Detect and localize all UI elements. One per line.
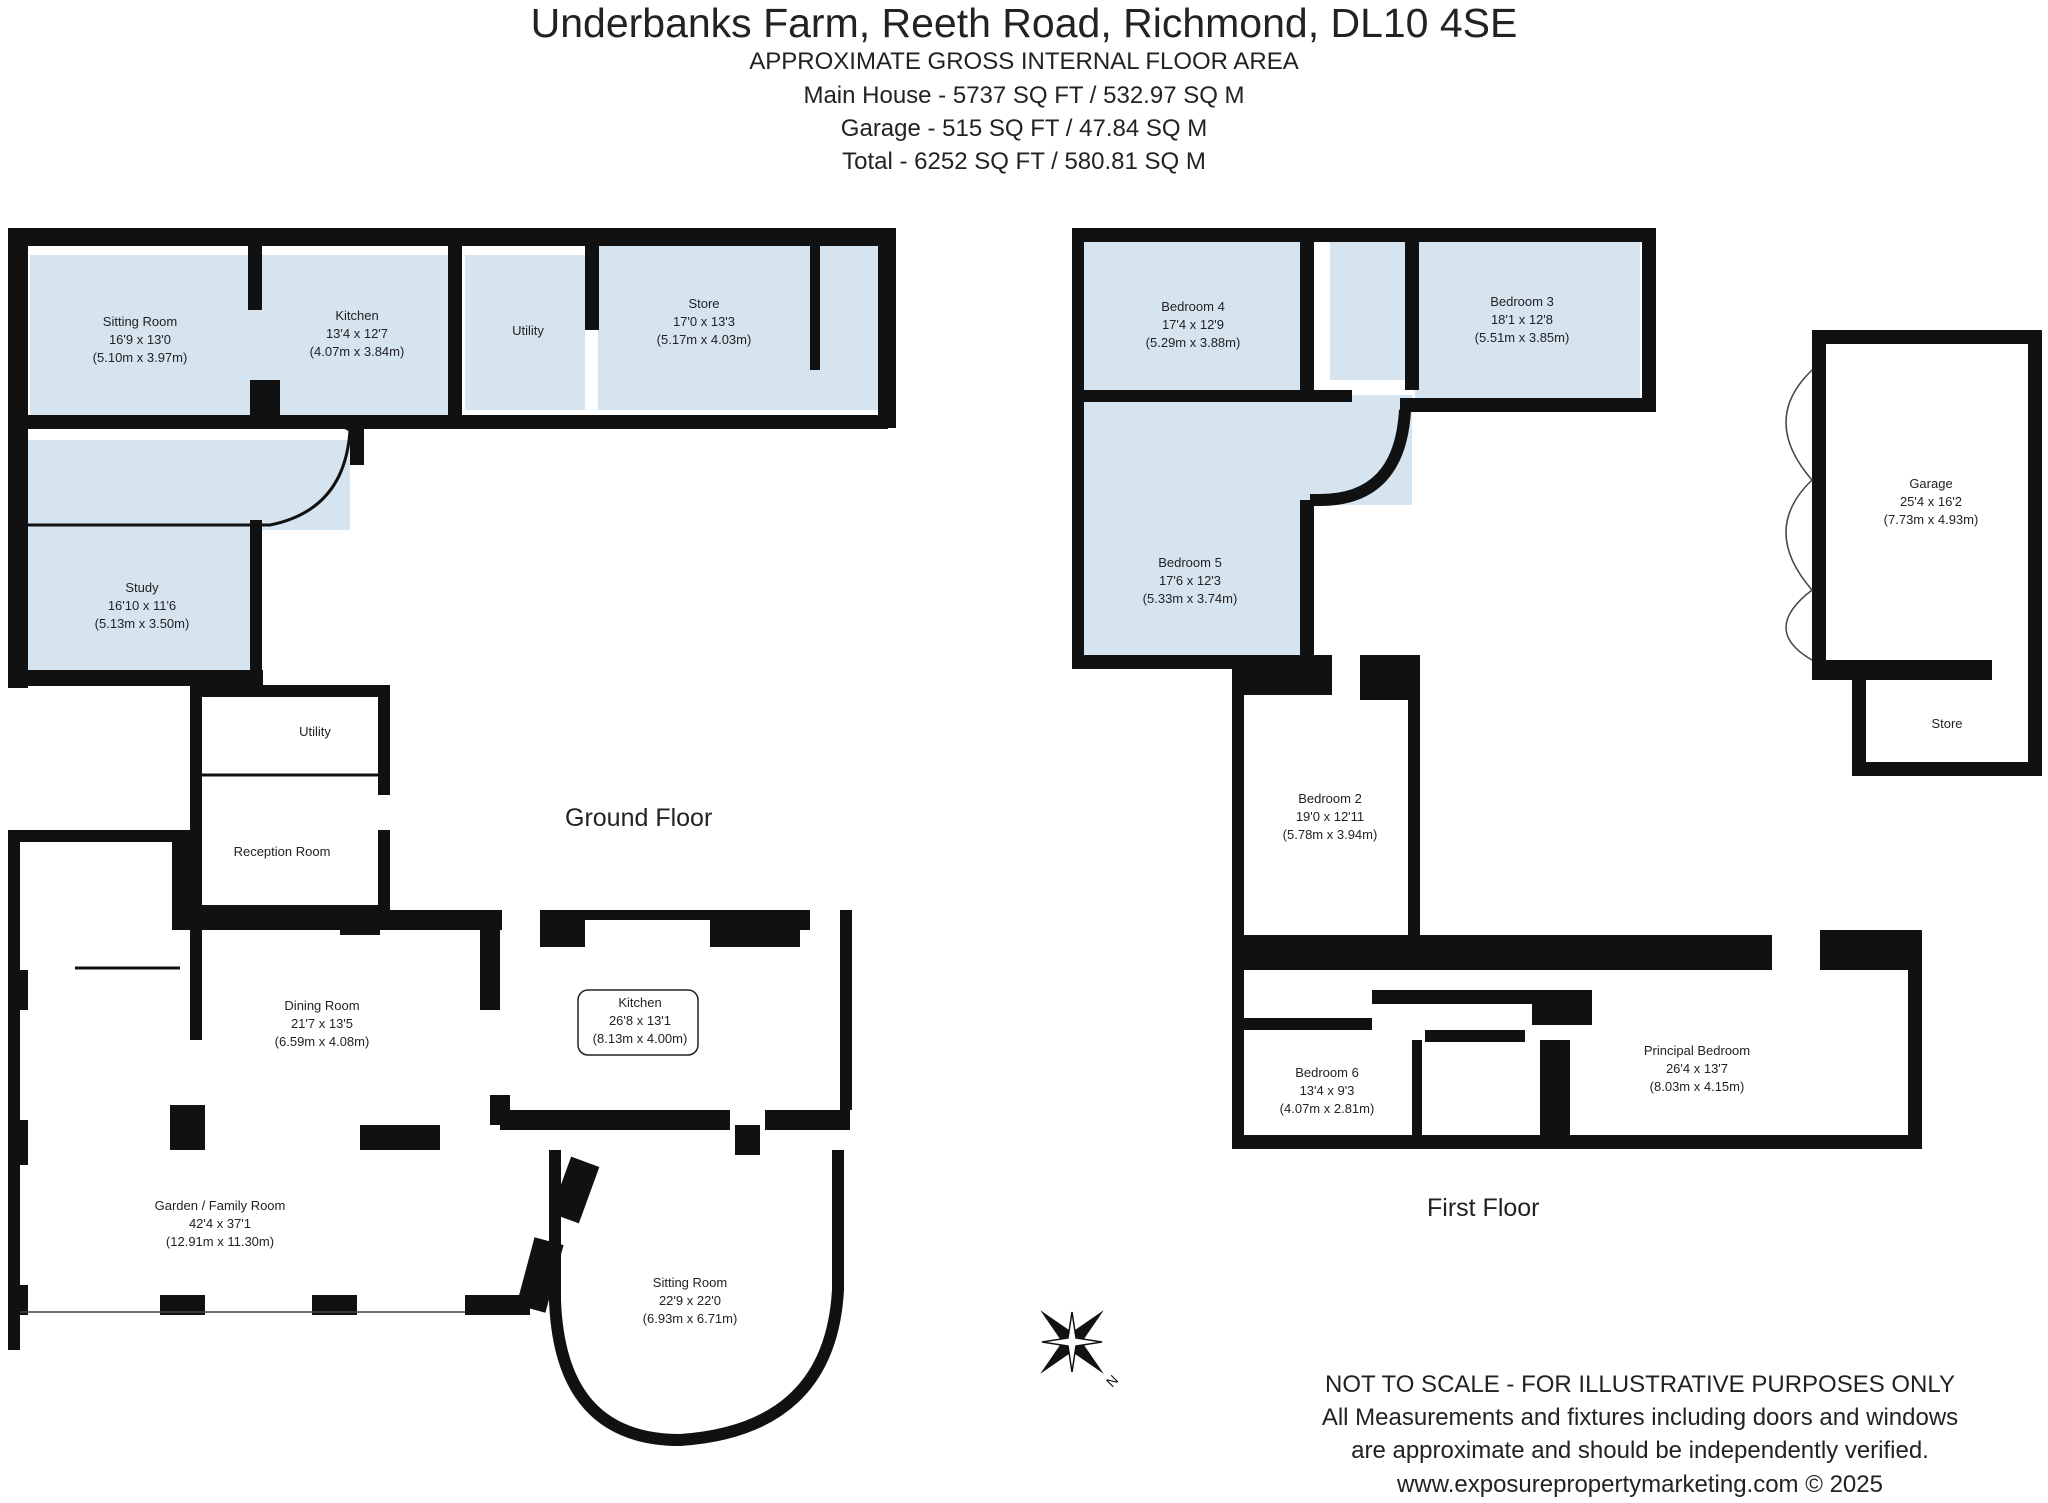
room-name: Kitchen xyxy=(618,995,661,1010)
store-1-area xyxy=(598,240,880,410)
room-size-metric: (5.29m x 3.88m) xyxy=(1146,335,1241,350)
first-floor-labels: Bedroom 4 17'4 x 12'9 (5.29m x 3.88m) Be… xyxy=(1143,294,1979,1116)
room-size-metric: (4.07m x 2.81m) xyxy=(1280,1101,1375,1116)
kitchen-island xyxy=(577,989,699,1056)
room-name: Bedroom 6 xyxy=(1295,1065,1359,1080)
room-name: Study xyxy=(125,580,159,595)
room-size-imperial: 26'4 x 13'7 xyxy=(1666,1061,1728,1076)
garage-block xyxy=(1785,330,2042,776)
first-floor-label: First Floor xyxy=(1427,1194,1540,1222)
room-size-metric: (5.78m x 3.94m) xyxy=(1283,827,1378,842)
room-size-metric: (5.33m x 3.74m) xyxy=(1143,591,1238,606)
first-floor xyxy=(1072,228,1922,1149)
bedroom-4-area xyxy=(1082,240,1302,390)
room-size-metric: (7.73m x 4.93m) xyxy=(1884,512,1979,527)
room-name: Store xyxy=(1931,716,1962,731)
room-size-imperial: 13'4 x 12'7 xyxy=(326,326,388,341)
room-name: Bedroom 3 xyxy=(1490,294,1554,309)
room-size-imperial: 21'7 x 13'5 xyxy=(291,1016,353,1031)
room-name: Bedroom 4 xyxy=(1161,299,1225,314)
room-size-imperial: 17'0 x 13'3 xyxy=(673,314,735,329)
room-size-imperial: 18'1 x 12'8 xyxy=(1491,312,1553,327)
room-size-imperial: 22'9 x 22'0 xyxy=(659,1293,721,1308)
room-name: Bedroom 5 xyxy=(1158,555,1222,570)
compass-north-label: N xyxy=(1103,1372,1121,1390)
room-size-metric: (8.03m x 4.15m) xyxy=(1650,1079,1745,1094)
rotunda-wall xyxy=(549,1150,844,1447)
ground-floor-label: Ground Floor xyxy=(565,804,713,832)
room-size-metric: (5.10m x 3.97m) xyxy=(93,350,188,365)
room-name: Reception Room xyxy=(234,844,331,859)
bedroom-5-area xyxy=(1082,500,1307,655)
room-name: Garden / Family Room xyxy=(155,1198,286,1213)
main-house-area: Main House - 5737 SQ FT / 532.97 SQ M xyxy=(803,82,1245,109)
bedroom-3-area xyxy=(1415,240,1640,400)
area-heading: APPROXIMATE GROSS INTERNAL FLOOR AREA xyxy=(749,48,1299,75)
room-size-imperial: 42'4 x 37'1 xyxy=(189,1216,251,1231)
disclaimer-line-2: All Measurements and fixtures including … xyxy=(1321,1404,1959,1431)
disclaimer-line-1: NOT TO SCALE - FOR ILLUSTRATIVE PURPOSES… xyxy=(1325,1371,1955,1398)
room-size-metric: (5.13m x 3.50m) xyxy=(95,616,190,631)
landing-area xyxy=(1082,395,1412,505)
ensuite-area xyxy=(1330,240,1410,380)
room-size-metric: (6.59m x 4.08m) xyxy=(275,1034,370,1049)
room-size-metric: (6.93m x 6.71m) xyxy=(643,1311,738,1326)
kitchen-1-area xyxy=(250,255,450,420)
plan-title: Underbanks Farm, Reeth Road, Richmond, D… xyxy=(530,0,1518,46)
website-credit: www.exposurepropertymarketing.com © 2025 xyxy=(1397,1471,1883,1498)
room-name: Sitting Room xyxy=(653,1275,727,1290)
room-name: Bedroom 2 xyxy=(1298,791,1362,806)
room-size-imperial: 13'4 x 9'3 xyxy=(1300,1083,1355,1098)
ground-floor-labels: Sitting Room 16'9 x 13'0 (5.10m x 3.97m)… xyxy=(93,296,752,1326)
room-size-imperial: 17'6 x 12'3 xyxy=(1159,573,1221,588)
room-size-imperial: 17'4 x 12'9 xyxy=(1162,317,1224,332)
room-name: Utility xyxy=(512,323,544,338)
room-size-imperial: 26'8 x 13'1 xyxy=(609,1013,671,1028)
room-size-metric: (12.91m x 11.30m) xyxy=(166,1234,274,1249)
room-size-imperial: 16'9 x 13'0 xyxy=(109,332,171,347)
total-area: Total - 6252 SQ FT / 580.81 SQ M xyxy=(842,148,1206,175)
room-name: Utility xyxy=(299,724,331,739)
sitting-room-1-area xyxy=(30,255,250,420)
room-size-metric: (4.07m x 3.84m) xyxy=(310,344,405,359)
room-name: Sitting Room xyxy=(103,314,177,329)
room-size-metric: (8.13m x 4.00m) xyxy=(593,1031,688,1046)
ground-floor xyxy=(8,228,896,1447)
garage-area: Garage - 515 SQ FT / 47.84 SQ M xyxy=(840,115,1208,142)
room-name: Store xyxy=(688,296,719,311)
room-name: Principal Bedroom xyxy=(1644,1043,1750,1058)
room-size-imperial: 19'0 x 12'11 xyxy=(1296,809,1364,824)
hall-area xyxy=(20,440,350,530)
room-name: Dining Room xyxy=(284,998,359,1013)
room-size-imperial: 25'4 x 16'2 xyxy=(1900,494,1962,509)
disclaimer-line-3: are approximate and should be independen… xyxy=(1351,1437,1929,1464)
room-size-metric: (5.17m x 4.03m) xyxy=(657,332,752,347)
room-name: Garage xyxy=(1909,476,1952,491)
study-area xyxy=(20,530,250,670)
compass-icon: N xyxy=(1040,1310,1121,1390)
utility-1-area xyxy=(465,255,585,410)
room-size-imperial: 16'10 x 11'6 xyxy=(108,598,176,613)
room-name: Kitchen xyxy=(335,308,378,323)
room-size-metric: (5.51m x 3.85m) xyxy=(1475,330,1570,345)
